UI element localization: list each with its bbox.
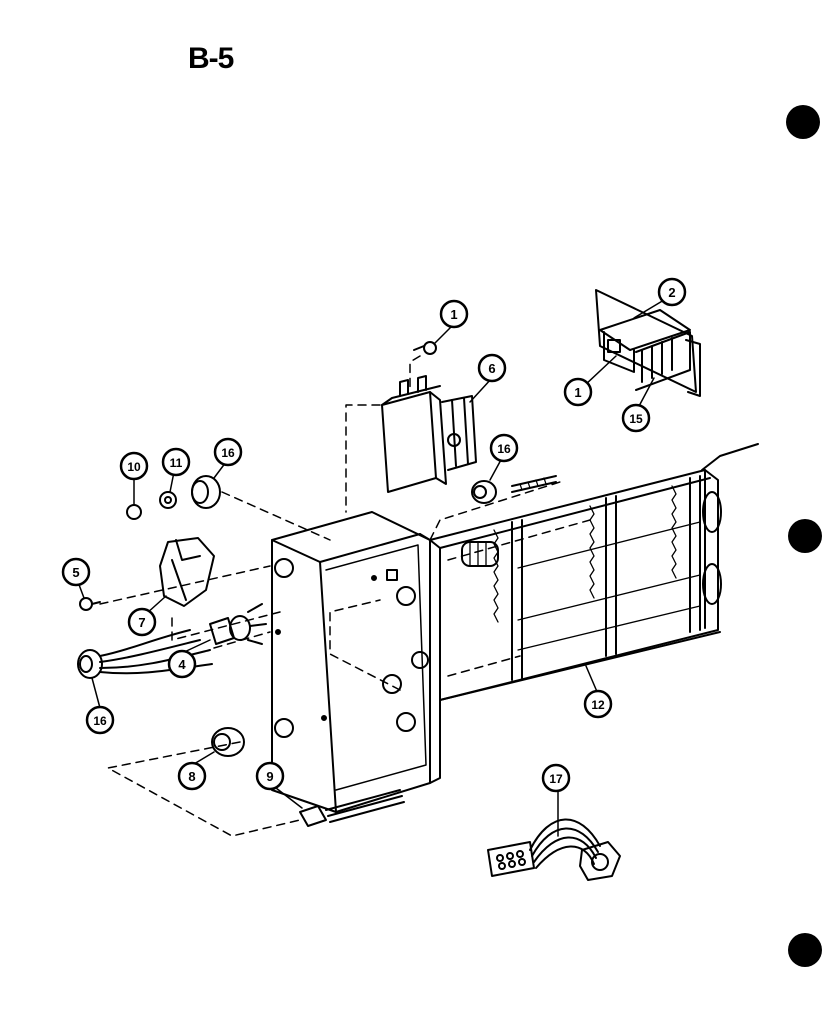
callout-label: 7 (138, 615, 145, 630)
connector-harness (487, 818, 621, 881)
callout-11: 11 (161, 447, 191, 477)
binder-hole-middle (788, 519, 822, 553)
switch (159, 537, 215, 607)
callout-label: 2 (668, 285, 675, 300)
callout-label: 15 (629, 412, 643, 426)
wire-harness-plug (77, 629, 213, 679)
hole-plug (211, 727, 245, 757)
callout-1: 1 (563, 377, 593, 407)
callout-label: 8 (188, 769, 195, 784)
callout-label: 10 (127, 460, 141, 474)
callout-4: 4 (167, 649, 197, 679)
callout-9: 9 (255, 761, 285, 791)
callout-label: 16 (221, 446, 235, 460)
relay (381, 375, 477, 493)
heater-frame (429, 443, 759, 701)
thermostat (209, 603, 267, 645)
contactor (595, 289, 701, 397)
callout-15: 16 (489, 433, 519, 463)
callout-16: 16 (85, 705, 115, 735)
callout-2: 2 (657, 277, 687, 307)
callout-12: 12 (583, 689, 613, 719)
callout-label: 16 (93, 714, 107, 728)
callout-label: 12 (591, 698, 605, 712)
callout-label: 16 (497, 442, 511, 456)
callout-10: 10 (119, 451, 149, 481)
callout-6: 6 (477, 353, 507, 383)
nut-washer-grommet (126, 475, 221, 520)
callout-label: 5 (72, 565, 79, 580)
callout-leaders (77, 299, 665, 837)
callout-circles: 1 6 2 1 15 10 11 16 16 5 7 4 16 8 9 12 1… (61, 277, 687, 793)
callout-label: 17 (549, 772, 563, 786)
callout-label: 11 (170, 456, 183, 470)
callout-8: 8 (177, 761, 207, 791)
callout-label: 4 (178, 657, 186, 672)
callout-14: 16 (213, 437, 243, 467)
screw-upper (413, 341, 437, 355)
callout-label: 1 (574, 385, 581, 400)
callout-17: 17 (541, 763, 571, 793)
dashed-guides (99, 355, 591, 837)
callout-5-upper: 1 (439, 299, 469, 329)
callout-5-left: 5 (61, 557, 91, 587)
binder-hole-bottom (788, 933, 822, 967)
page-title: B-5 (188, 42, 234, 75)
bushing-and-bolt (471, 475, 557, 504)
control-box (271, 511, 441, 813)
cord-connector (299, 789, 405, 827)
binder-hole-top (786, 105, 820, 139)
callout-7: 7 (127, 607, 157, 637)
callout-label: 1 (450, 307, 457, 322)
screw-left (79, 597, 101, 611)
callout-label: 9 (266, 769, 273, 784)
callout-13: 15 (621, 403, 651, 433)
callout-label: 6 (488, 361, 495, 376)
